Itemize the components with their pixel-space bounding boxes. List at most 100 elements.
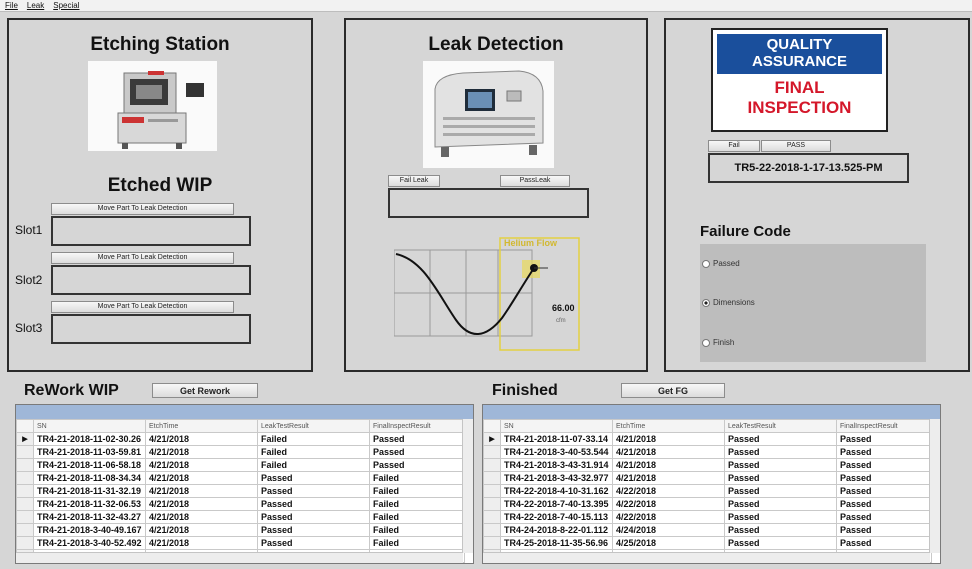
- row-selector[interactable]: [483, 497, 501, 511]
- table-cell[interactable]: Failed: [369, 471, 465, 485]
- table-cell[interactable]: Passed: [724, 458, 837, 472]
- table-cell[interactable]: Failed: [369, 523, 465, 537]
- table-cell[interactable]: 4/21/2018: [145, 536, 258, 550]
- table-cell[interactable]: Passed: [724, 497, 837, 511]
- table-cell[interactable]: Passed: [369, 458, 465, 472]
- finished-horizontal-scrollbar[interactable]: [483, 552, 930, 563]
- table-cell[interactable]: 4/21/2018: [612, 445, 725, 459]
- table-cell[interactable]: Failed: [257, 445, 370, 459]
- table-cell[interactable]: Passed: [724, 484, 837, 498]
- table-cell[interactable]: Passed: [257, 523, 370, 537]
- menu-file[interactable]: File: [5, 1, 18, 10]
- serial-number-field[interactable]: TR5-22-2018-1-17-13.525-PM: [708, 153, 909, 183]
- current-row-arrow-icon[interactable]: ▶: [16, 432, 34, 446]
- table-cell[interactable]: Passed: [369, 432, 465, 446]
- slot2-field[interactable]: [51, 265, 251, 295]
- table-cell[interactable]: Passed: [369, 445, 465, 459]
- row-selector[interactable]: [16, 510, 34, 524]
- finished-col-etchtime[interactable]: EtchTime: [612, 419, 725, 433]
- table-cell[interactable]: Passed: [836, 523, 932, 537]
- finished-grid[interactable]: SN EtchTime LeakTestResult FinalInspectR…: [482, 404, 941, 564]
- rework-col-final[interactable]: FinalInspectResult: [369, 419, 465, 433]
- table-cell[interactable]: Passed: [257, 497, 370, 511]
- menu-special[interactable]: Special: [53, 1, 80, 10]
- table-cell[interactable]: TR4-21-2018-11-02-30.26: [33, 432, 146, 446]
- slot3-field[interactable]: [51, 314, 251, 344]
- row-selector[interactable]: [16, 484, 34, 498]
- row-selector[interactable]: [483, 510, 501, 524]
- slot3-move-button[interactable]: Move Part To Leak Detection: [51, 301, 234, 313]
- slot1-move-button[interactable]: Move Part To Leak Detection: [51, 203, 234, 215]
- table-cell[interactable]: Passed: [724, 445, 837, 459]
- table-cell[interactable]: 4/21/2018: [145, 445, 258, 459]
- table-cell[interactable]: TR4-22-2018-7-40-15.113: [500, 510, 613, 524]
- table-cell[interactable]: Passed: [836, 432, 932, 446]
- table-cell[interactable]: Passed: [836, 536, 932, 550]
- row-selector[interactable]: [16, 445, 34, 459]
- rework-horizontal-scrollbar[interactable]: [16, 552, 463, 563]
- table-cell[interactable]: TR4-21-2018-11-07-33.14: [500, 432, 613, 446]
- row-selector[interactable]: [16, 523, 34, 537]
- slot2-move-button[interactable]: Move Part To Leak Detection: [51, 252, 234, 264]
- table-cell[interactable]: TR4-25-2018-11-35-56.96: [500, 536, 613, 550]
- table-cell[interactable]: Passed: [836, 458, 932, 472]
- get-fg-button[interactable]: Get FG: [621, 383, 725, 398]
- table-cell[interactable]: TR4-21-2018-11-32-43.27: [33, 510, 146, 524]
- finished-col-final[interactable]: FinalInspectResult: [836, 419, 932, 433]
- row-selector[interactable]: [483, 471, 501, 485]
- table-cell[interactable]: Passed: [724, 510, 837, 524]
- table-cell[interactable]: 4/22/2018: [612, 484, 725, 498]
- table-cell[interactable]: Passed: [836, 484, 932, 498]
- table-cell[interactable]: Failed: [369, 510, 465, 524]
- finished-vertical-scrollbar[interactable]: [929, 419, 940, 553]
- table-cell[interactable]: TR4-21-2018-11-32-06.53: [33, 497, 146, 511]
- qa-pass-button[interactable]: PASS: [761, 140, 831, 152]
- table-cell[interactable]: TR4-21-2018-3-40-52.492: [33, 536, 146, 550]
- table-cell[interactable]: Failed: [369, 484, 465, 498]
- table-cell[interactable]: Failed: [369, 536, 465, 550]
- rework-col-leak[interactable]: LeakTestResult: [257, 419, 370, 433]
- row-selector[interactable]: [483, 484, 501, 498]
- table-cell[interactable]: 4/21/2018: [145, 484, 258, 498]
- option-dimensions[interactable]: Dimensions: [702, 298, 755, 307]
- table-cell[interactable]: Failed: [369, 497, 465, 511]
- slot1-field[interactable]: [51, 216, 251, 246]
- table-cell[interactable]: 4/21/2018: [612, 471, 725, 485]
- row-selector[interactable]: [16, 458, 34, 472]
- rework-col-etchtime[interactable]: EtchTime: [145, 419, 258, 433]
- option-finish[interactable]: Finish: [702, 338, 734, 347]
- table-cell[interactable]: 4/21/2018: [145, 458, 258, 472]
- finished-col-sn[interactable]: SN: [500, 419, 613, 433]
- table-cell[interactable]: TR4-21-2018-3-43-32.977: [500, 471, 613, 485]
- table-cell[interactable]: Passed: [257, 471, 370, 485]
- table-cell[interactable]: 4/21/2018: [145, 510, 258, 524]
- rework-col-sn[interactable]: SN: [33, 419, 146, 433]
- table-cell[interactable]: 4/21/2018: [612, 432, 725, 446]
- table-cell[interactable]: 4/21/2018: [612, 458, 725, 472]
- table-cell[interactable]: TR4-21-2018-3-43-31.914: [500, 458, 613, 472]
- option-passed[interactable]: Passed: [702, 259, 740, 268]
- table-cell[interactable]: TR4-22-2018-7-40-13.395: [500, 497, 613, 511]
- table-cell[interactable]: 4/21/2018: [145, 523, 258, 537]
- table-cell[interactable]: TR4-21-2018-3-40-53.544: [500, 445, 613, 459]
- table-cell[interactable]: Passed: [724, 432, 837, 446]
- table-cell[interactable]: Passed: [724, 523, 837, 537]
